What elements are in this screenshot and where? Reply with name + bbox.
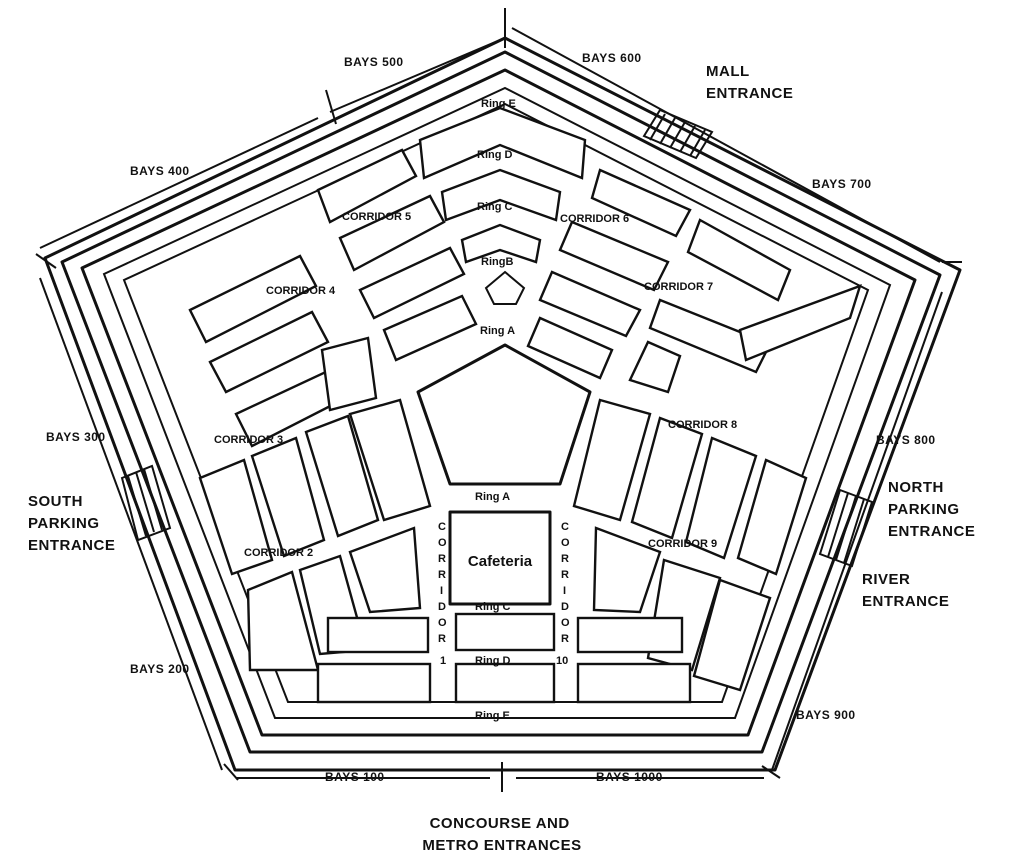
mall-entrance-stairs: [642, 108, 714, 160]
corridor-5-label: CORRIDOR 5: [342, 211, 411, 223]
ring-d-bottom-label: Ring D: [475, 655, 510, 667]
south-parking-entrance-label: SOUTH PARKING ENTRANCE: [28, 493, 115, 554]
bays-700-label: BAYS 700: [812, 177, 872, 191]
corridor-7-label: CORRIDOR 7: [644, 281, 713, 293]
bays-1000-label: BAYS 1000: [596, 770, 663, 784]
bays-300-label: BAYS 300: [46, 430, 106, 444]
river-entrance-label: RIVER ENTRANCE: [862, 571, 949, 610]
svg-text:1: 1: [440, 655, 446, 667]
svg-text:R: R: [561, 553, 569, 565]
corridor-8-label: CORRIDOR 8: [668, 419, 737, 431]
corridor-9-label: CORRIDOR 9: [648, 538, 717, 550]
cafeteria-block: [448, 510, 552, 606]
bays-600-label: BAYS 600: [582, 51, 642, 65]
ring-c-top-label: Ring C: [477, 201, 512, 213]
cafeteria-label: Cafeteria: [468, 553, 533, 570]
corridor-10-label: C O R R I D O R 10: [556, 521, 570, 667]
corridor-3-label: CORRIDOR 3: [214, 434, 283, 446]
ring-d-top-label: Ring D: [477, 149, 512, 161]
south-parking-stairs: [120, 464, 172, 542]
bays-400-label: BAYS 400: [130, 164, 190, 178]
svg-text:O: O: [438, 617, 447, 629]
corridor-4-label: CORRIDOR 4: [266, 285, 336, 297]
corridor-6-label: CORRIDOR 6: [560, 213, 629, 225]
svg-text:R: R: [438, 553, 446, 565]
concourse-metro-entrances-label: CONCOURSE AND METRO ENTRANCES: [422, 815, 581, 854]
svg-text:C: C: [561, 521, 569, 533]
mall-entrance-label: MALL ENTRANCE: [706, 63, 793, 102]
svg-text:R: R: [561, 633, 569, 645]
ring-a-bottom-label: Ring A: [475, 491, 510, 503]
svg-text:O: O: [561, 617, 570, 629]
ring-c-bottom-label: Ring C: [475, 601, 510, 613]
bays-800-label: BAYS 800: [876, 433, 936, 447]
ring-e-top-label: Ring E: [481, 98, 516, 110]
ring-b-core: [484, 270, 526, 305]
corridor-1-label: C O R R I D O R 1: [438, 521, 447, 667]
bays-100-label: BAYS 100: [325, 770, 385, 784]
svg-text:R: R: [438, 569, 446, 581]
svg-text:C: C: [438, 521, 446, 533]
svg-text:O: O: [438, 537, 447, 549]
ring-a-top-label: Ring A: [480, 325, 515, 337]
central-courtyard: [416, 343, 592, 486]
bays-500-label: BAYS 500: [344, 55, 404, 69]
ring-b-label: RingB: [481, 256, 513, 268]
office-blocks: [188, 106, 862, 704]
svg-text:R: R: [561, 569, 569, 581]
corridor-2-label: CORRIDOR 2: [244, 547, 313, 559]
svg-text:O: O: [561, 537, 570, 549]
bays-900-label: BAYS 900: [796, 708, 856, 722]
svg-text:10: 10: [556, 655, 568, 667]
ring-e-bottom-label: Ring E: [475, 710, 510, 722]
north-parking-stairs: [818, 488, 874, 568]
svg-text:I: I: [440, 585, 443, 597]
bays-200-label: BAYS 200: [130, 662, 190, 676]
svg-text:D: D: [438, 601, 446, 613]
svg-text:R: R: [438, 633, 446, 645]
dimension-lines: [35, 8, 962, 792]
svg-text:I: I: [563, 585, 566, 597]
svg-text:D: D: [561, 601, 569, 613]
north-parking-entrance-label: NORTH PARKING ENTRANCE: [888, 479, 975, 540]
